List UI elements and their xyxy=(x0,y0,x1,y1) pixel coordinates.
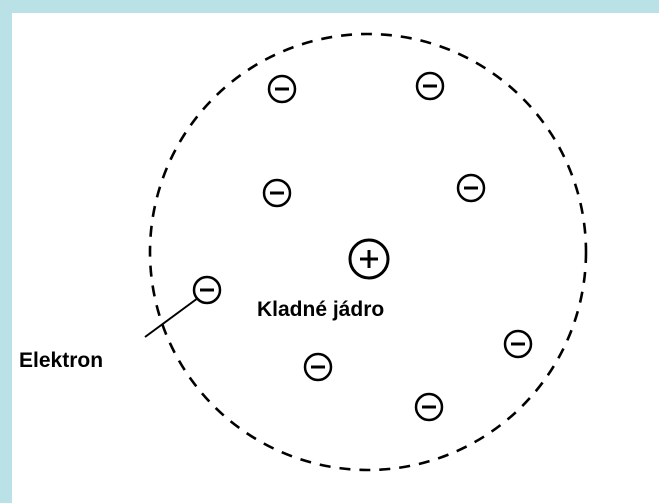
electron xyxy=(458,175,484,201)
nucleus xyxy=(350,240,388,278)
electron xyxy=(269,76,295,102)
electron xyxy=(416,394,442,420)
electron-label: Elektron xyxy=(19,349,103,372)
electron xyxy=(264,180,290,206)
electron xyxy=(417,73,443,99)
electron xyxy=(505,331,531,357)
nucleus-label: Kladné jádro xyxy=(257,298,384,321)
electron-pointer-line xyxy=(145,298,198,337)
electron xyxy=(305,354,331,380)
